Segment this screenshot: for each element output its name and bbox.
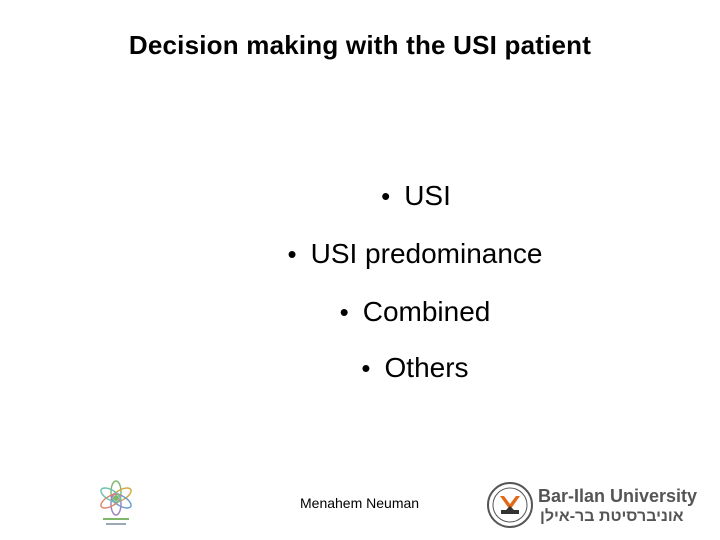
- bar-ilan-crest-icon: [486, 480, 534, 530]
- bullet-item: • USI predominance: [0, 238, 720, 270]
- bullet-marker: •: [361, 353, 371, 383]
- floral-emblem-icon: [95, 478, 137, 530]
- bullet-text: USI predominance: [310, 238, 543, 269]
- bullet-text: Others: [384, 352, 469, 383]
- bullet-marker: •: [339, 297, 349, 327]
- bullet-marker: •: [381, 181, 391, 211]
- university-logo: Bar-Ilan University אוניברסיטת בר-אילן: [486, 480, 708, 530]
- university-name: Bar-Ilan University: [538, 486, 698, 506]
- university-name-hebrew: אוניברסיטת בר-אילן: [540, 508, 684, 525]
- bullet-text: Combined: [362, 296, 491, 327]
- bullet-marker: •: [287, 239, 297, 269]
- slide-title: Decision making with the USI patient: [128, 30, 592, 60]
- footer-author: Menahem Neuman: [300, 495, 420, 511]
- bullet-item: • Others: [0, 352, 720, 384]
- bullet-item: • Combined: [0, 296, 720, 328]
- bullet-text: USI: [404, 180, 451, 211]
- bullet-item: • USI: [0, 180, 720, 212]
